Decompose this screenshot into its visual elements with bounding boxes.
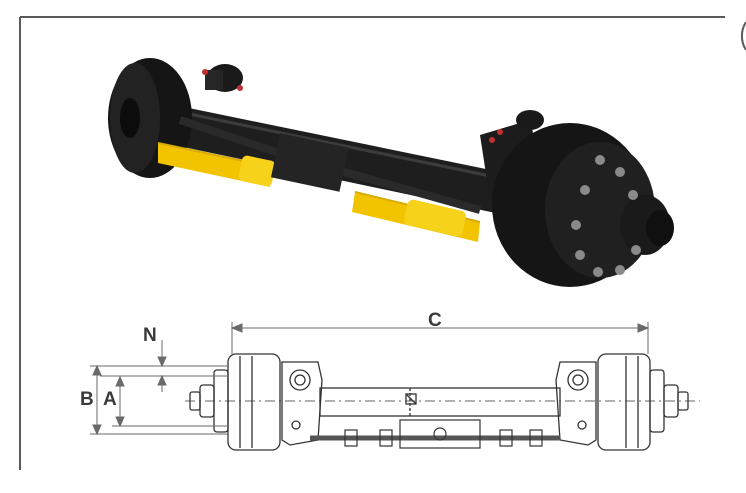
- drawing-beam: [319, 387, 561, 417]
- axle-drawing: [185, 353, 700, 451]
- corner-circle-fragment: [740, 21, 746, 51]
- axle-photo: [108, 58, 674, 287]
- drawing-left-drum: [227, 353, 281, 451]
- dimension-label-b: B: [80, 389, 94, 410]
- dimension-lines: [90, 322, 650, 436]
- drawing-right-drum: [597, 353, 651, 451]
- dimension-label-a: A: [103, 389, 117, 410]
- dimension-label-n: N: [143, 325, 157, 346]
- figure-frame: [19, 16, 725, 470]
- right-yellow-cylinder: [352, 191, 481, 242]
- right-brake-drum: [492, 123, 674, 287]
- dimension-label-c: C: [428, 310, 442, 331]
- left-yellow-cylinder: [157, 142, 276, 187]
